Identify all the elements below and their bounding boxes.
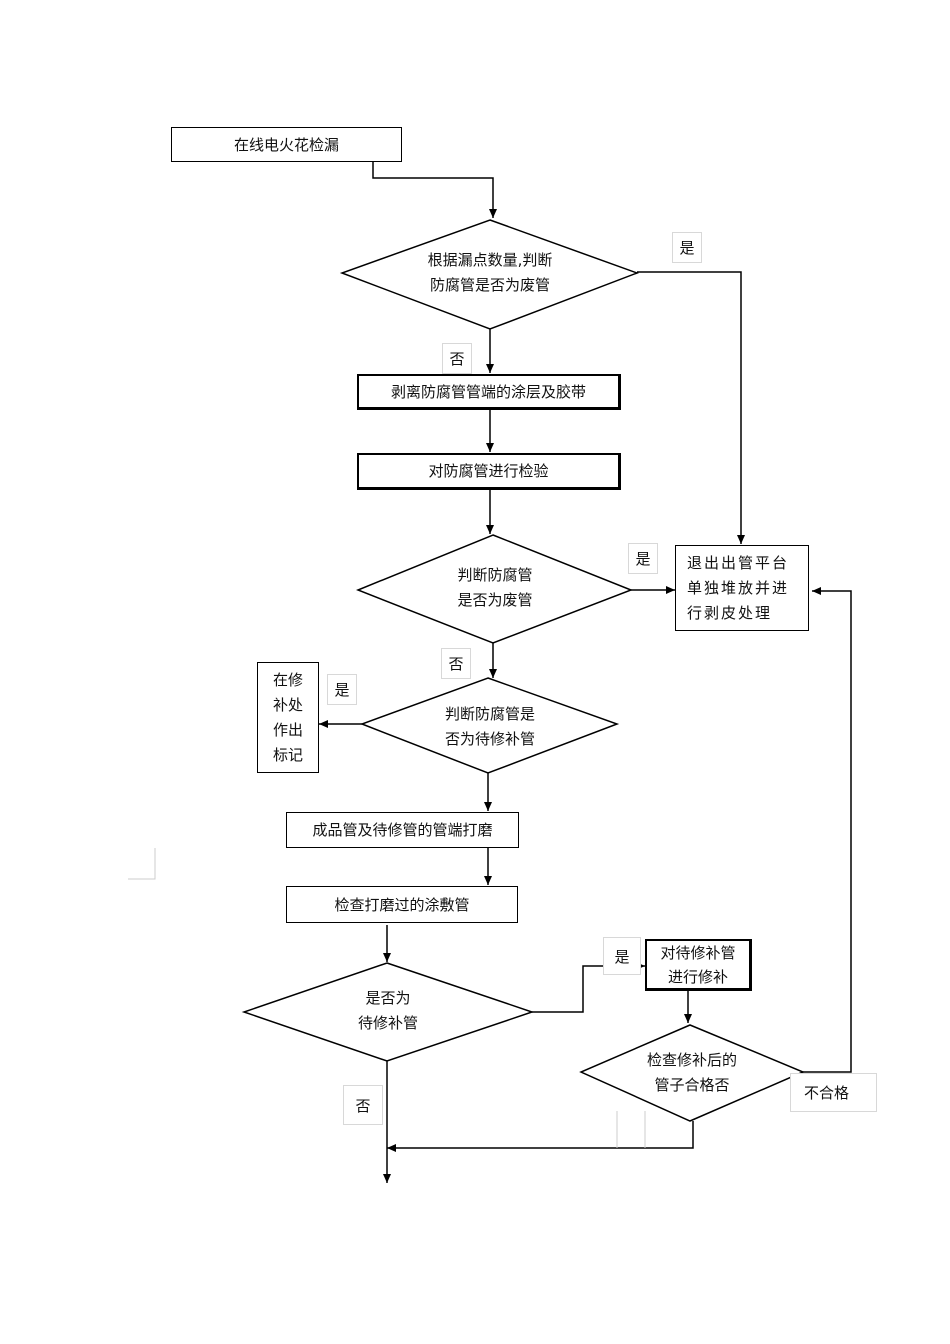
grind-ends-text: 成品管及待修管的管端打磨	[312, 821, 493, 839]
decision-repair-text: 判断防腐管是 否为待修补管	[444, 705, 535, 748]
decision-scrap-text: 判断防腐管 是否为废管	[457, 566, 533, 609]
label-no-2: 否	[441, 648, 471, 679]
decision-scrap-by-leaks-diamond	[339, 219, 640, 330]
connector-decision5-to-mainline	[387, 1121, 694, 1152]
mark-repair-text: 在修 补处 作出 标记	[272, 670, 303, 764]
label-yes-3: 是	[327, 674, 357, 705]
label-yes-4: 是	[603, 937, 641, 975]
decision-repair-diamond	[359, 677, 620, 774]
strip-coating-text: 剥离防腐管管端的涂层及胶带	[390, 382, 586, 401]
decision-qualified-diamond	[579, 1024, 805, 1122]
connector-decision1-yes-to-exit	[637, 271, 745, 544]
decision-repair2-diamond	[241, 962, 535, 1062]
do-repair-text: 对待修补管 进行修补	[660, 943, 736, 986]
exit-platform-box: 退出出管平台 单独堆放并进 行剥皮处理	[675, 545, 809, 631]
grind-ends-box: 成品管及待修管的管端打磨	[286, 812, 519, 848]
connector-decision5-unqualified-to-exit	[803, 587, 852, 1073]
label-no-3: 否	[343, 1085, 383, 1125]
check-ground-text: 检查打磨过的涂敷管	[334, 895, 470, 914]
strip-coating-box: 剥离防腐管管端的涂层及胶带	[357, 374, 621, 410]
inspect-pipe-box: 对防腐管进行检验	[357, 453, 621, 490]
mark-repair-box: 在修 补处 作出 标记	[257, 662, 319, 773]
decision-scrap-diamond	[355, 534, 634, 644]
label-yes-1: 是	[672, 232, 702, 263]
decision-scrap-by-leaks-text: 根据漏点数量,判断 防腐管是否为废管	[427, 251, 553, 294]
label-no-1: 否	[442, 343, 472, 374]
spark-test-text: 在线电火花检漏	[233, 135, 339, 154]
inspect-pipe-text: 对防腐管进行检验	[428, 462, 549, 480]
label-yes-2: 是	[628, 543, 658, 574]
exit-platform-text: 退出出管平台 单独堆放并进 行剥皮处理	[687, 553, 790, 622]
check-ground-box: 检查打磨过的涂敷管	[286, 886, 518, 923]
label-unqualified: 不合格	[790, 1073, 877, 1112]
do-repair-box: 对待修补管 进行修补	[645, 939, 752, 991]
decision-qualified-text: 检查修补后的 管子合格否	[646, 1051, 737, 1094]
connector-spark-to-decision1	[372, 162, 497, 218]
spark-test-box: 在线电火花检漏	[171, 127, 402, 162]
decision-repair2-text: 是否为 待修补管	[357, 989, 418, 1032]
